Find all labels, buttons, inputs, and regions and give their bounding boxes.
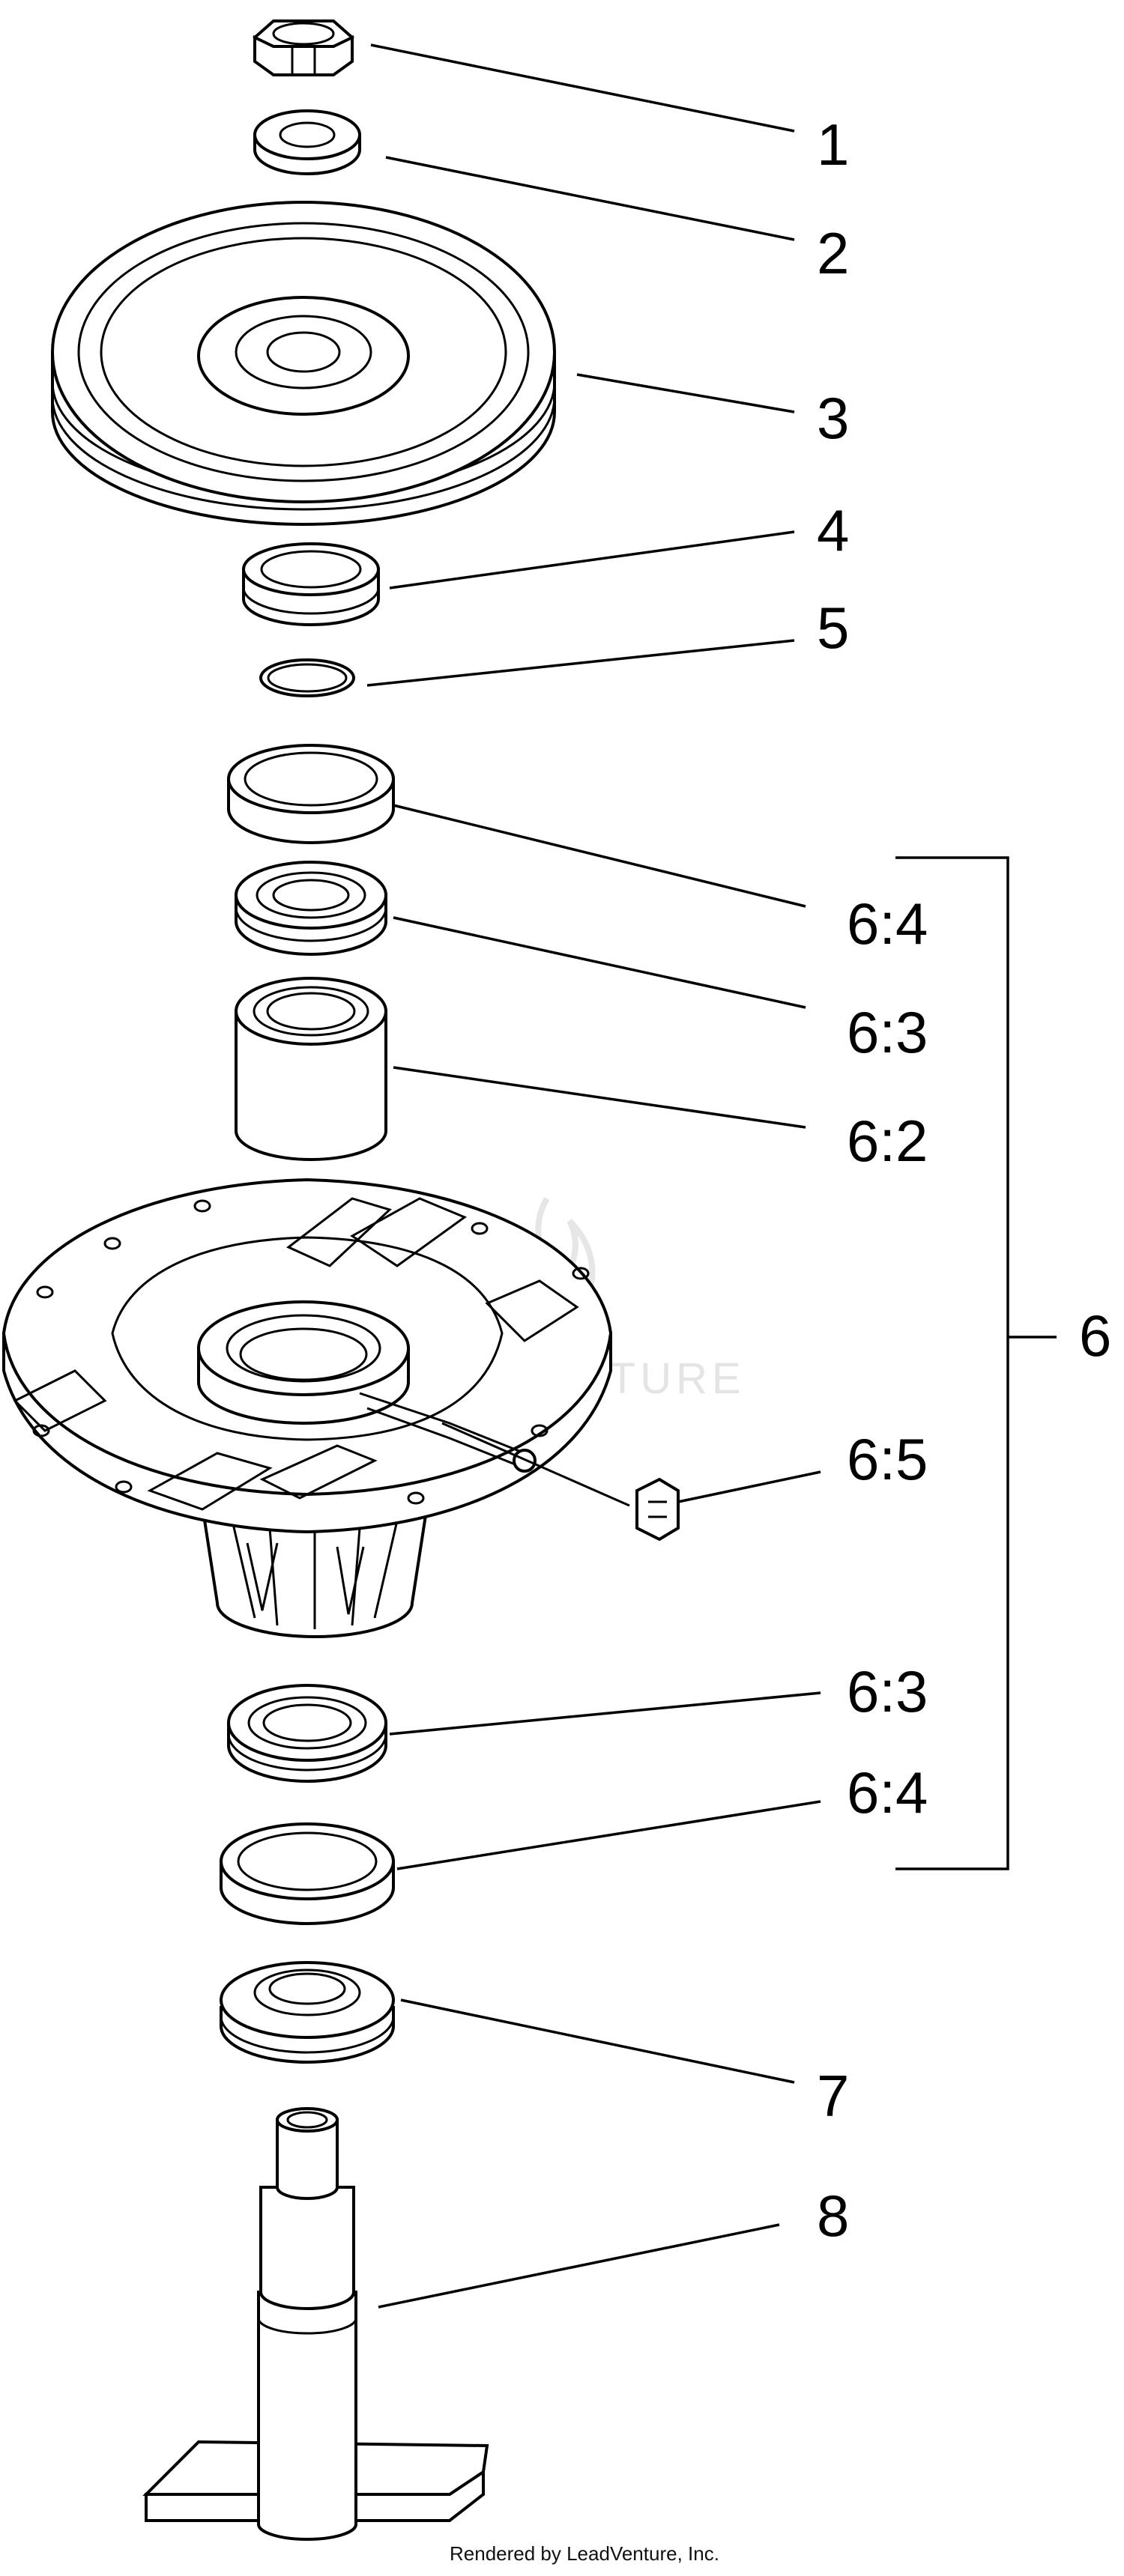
callout-6-4-lower: 6:4 (847, 1760, 928, 1825)
callout-6-3-lower: 6:3 (847, 1658, 928, 1724)
part-6-5-grease-fitting (635, 1477, 680, 1542)
part-2-washer (253, 109, 361, 175)
part-7-seal (220, 1961, 395, 2064)
callout-8: 8 (817, 2183, 849, 2249)
callout-6-2: 6:2 (847, 1108, 928, 1174)
leader-lines (366, 43, 821, 2309)
part-8-spindle-shaft (142, 2107, 489, 2541)
callout-6-4-upper: 6:4 (847, 891, 928, 957)
part-6-4-lower-cup (220, 1822, 395, 1925)
part-3-pulley (51, 201, 556, 526)
callout-1: 1 (817, 112, 849, 178)
part-6-3-lower-bearing (227, 1684, 387, 1783)
callout-6: 6 (1079, 1303, 1111, 1369)
render-credit: Rendered by LeadVenture, Inc. (450, 2542, 719, 2565)
part-6-3-upper-bearing (235, 861, 387, 956)
callout-7: 7 (817, 2063, 849, 2129)
part-6-4-upper-cup (227, 744, 395, 844)
callout-4: 4 (817, 497, 849, 563)
callout-6-5: 6:5 (847, 1426, 928, 1492)
callout-6-3-upper: 6:3 (847, 999, 928, 1065)
part-6-spindle-housing (1, 1178, 630, 1638)
callout-5: 5 (817, 595, 849, 661)
callout-2: 2 (817, 220, 849, 286)
part-1-nut (253, 19, 354, 76)
callout-labels: 1 2 3 4 5 6:4 6:3 6:2 6 6:5 6:3 6:4 7 8 (817, 112, 1111, 2249)
part-5-ring (259, 658, 355, 697)
callout-3: 3 (817, 385, 849, 451)
part-6-2-spacer-tube (235, 977, 387, 1161)
group-bracket-6 (895, 856, 1057, 1870)
part-4-spacer (242, 542, 380, 626)
